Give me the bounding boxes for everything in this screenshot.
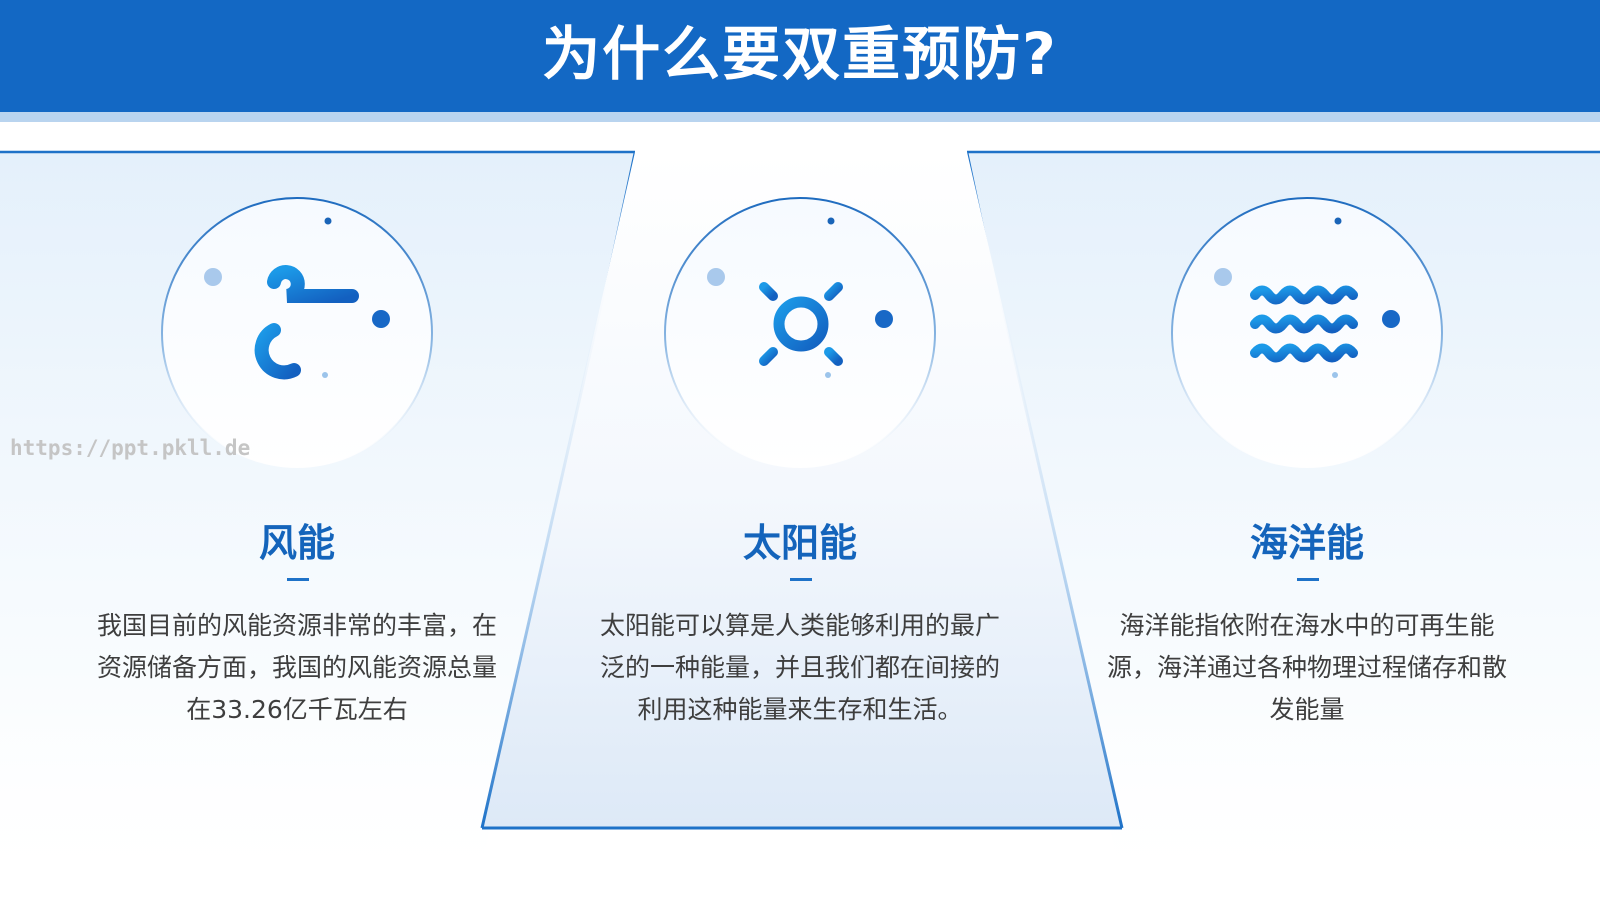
card-desc-wind: 我国目前的风能资源非常的丰富，在资源储备方面，我国的风能资源总量在33.26亿千… <box>96 611 497 724</box>
card-title-solar: 太阳能 <box>742 521 857 565</box>
page-title: 为什么要双重预防? <box>542 20 1058 88</box>
waves-icon <box>1171 197 1443 469</box>
center-panel <box>482 152 1122 828</box>
wind-icon <box>161 197 433 469</box>
watermark-text: https://ppt.pkll.de <box>10 436 251 460</box>
card-divider <box>287 578 309 581</box>
card-divider <box>790 578 812 581</box>
sun-icon <box>664 197 936 469</box>
left-panel <box>0 152 635 900</box>
card-desc-solar: 太阳能可以算是人类能够利用的最广泛的一种能量，并且我们都在间接的利用这种能量来生… <box>599 611 1000 724</box>
card-title-wind: 风能 <box>258 521 335 565</box>
header-strip <box>0 112 1600 122</box>
header-bar <box>0 0 1600 112</box>
card-desc-ocean: 海洋能指依附在海水中的可再生能源，海洋通过各种物理过程储存和散发能量 <box>1106 611 1507 724</box>
card-divider <box>1297 578 1319 581</box>
card-title-ocean: 海洋能 <box>1249 521 1364 565</box>
